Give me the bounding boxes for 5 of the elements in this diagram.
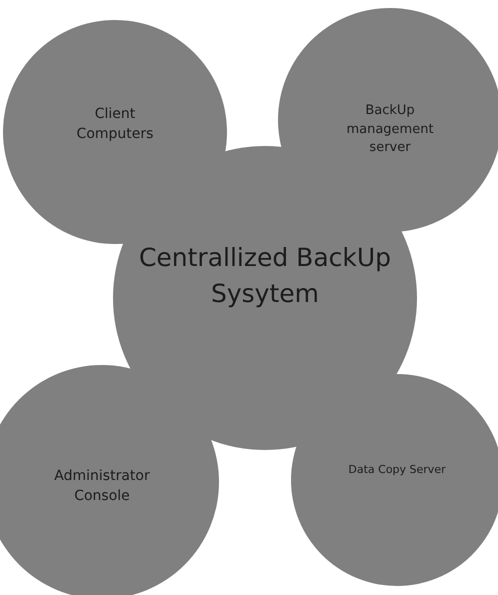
node-label: Data Copy Server <box>347 462 447 478</box>
node-label: Centrallized BackUp Sysytem <box>138 242 392 310</box>
node-label: Administrator Console <box>53 466 151 506</box>
node-label: BackUp management server <box>345 102 435 158</box>
node-label: Client Computers <box>76 104 154 144</box>
